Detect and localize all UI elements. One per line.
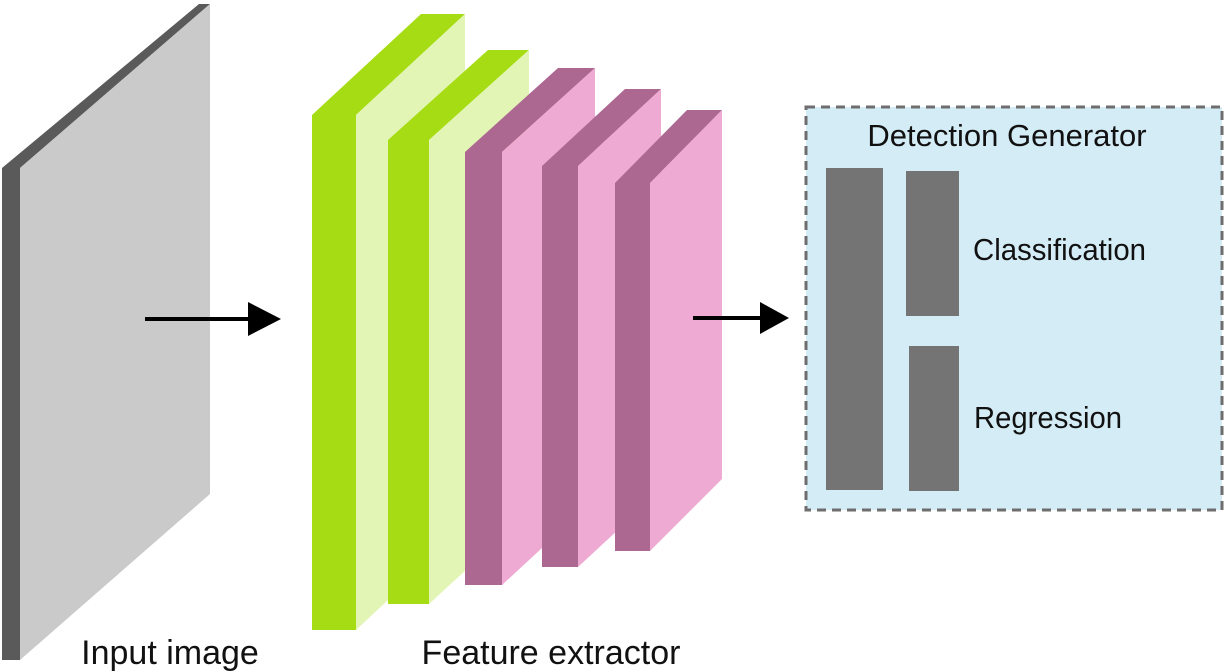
regression-head-block bbox=[909, 346, 959, 491]
detection-generator-title: Detection Generator bbox=[867, 118, 1146, 153]
feature-extractor-stack bbox=[312, 14, 722, 630]
arrow-input-to-features bbox=[145, 302, 281, 336]
classification-label: Classification bbox=[973, 232, 1146, 267]
regression-label: Regression bbox=[974, 400, 1122, 435]
arrow-features-to-detection bbox=[693, 302, 789, 334]
input-image-face bbox=[20, 4, 210, 660]
feature-layer-pink-3 bbox=[615, 110, 722, 551]
classification-head-block bbox=[906, 171, 959, 316]
detection-shared-block bbox=[826, 168, 883, 490]
input-image-label: Input image bbox=[81, 634, 259, 671]
feature-extractor-label: Feature extractor bbox=[422, 634, 681, 671]
input-image-slab bbox=[2, 4, 210, 660]
detection-generator-box bbox=[804, 105, 1224, 512]
